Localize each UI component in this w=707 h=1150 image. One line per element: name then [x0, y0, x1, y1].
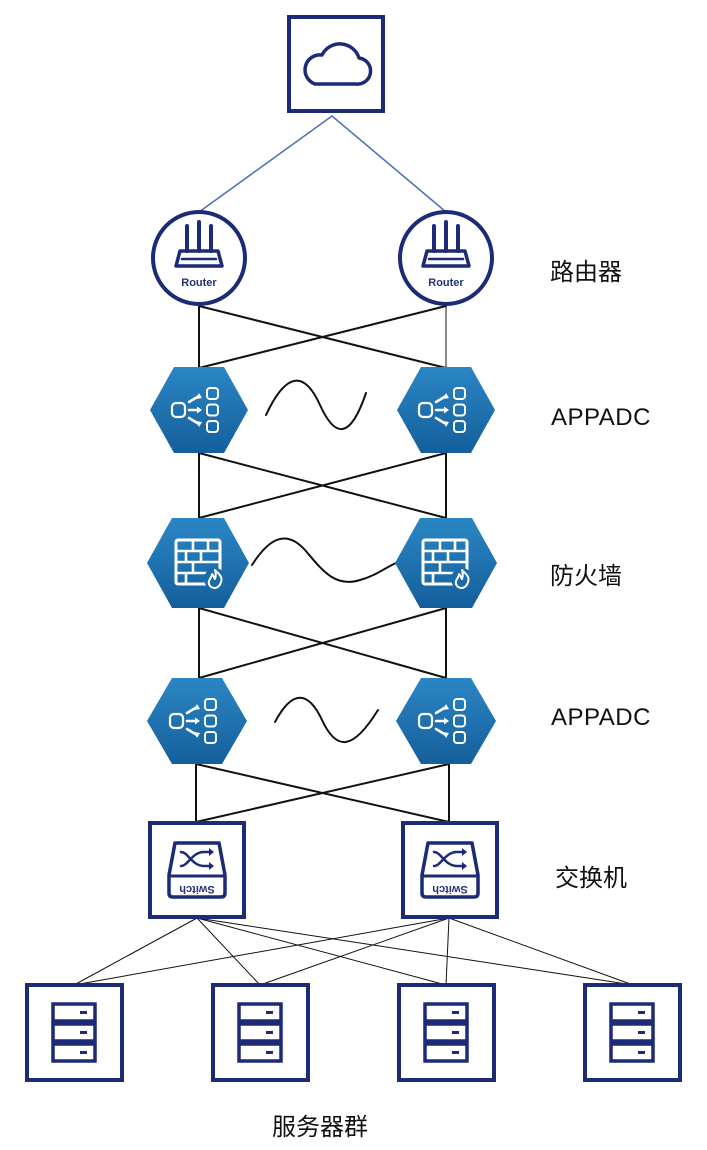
switch-left-label: Switch — [179, 883, 215, 895]
adc-top-right[interactable] — [397, 367, 495, 453]
label-adc-bottom-layer: APPADC — [551, 704, 651, 731]
link-cloud-router-right — [331, 115, 447, 213]
server-1[interactable] — [25, 983, 124, 1082]
firewall-left[interactable] — [147, 518, 249, 608]
label-firewall-layer: 防火墙 — [550, 562, 622, 590]
label-server-farm: 服务器群 — [272, 1113, 368, 1141]
switch-icon: Switch — [167, 841, 227, 899]
link-sw-left-server-3 — [196, 917, 447, 986]
router-left[interactable]: Router — [151, 210, 247, 306]
switch-right-label: Switch — [432, 883, 468, 895]
adc-bottom-left[interactable] — [147, 678, 247, 764]
server-4[interactable] — [583, 983, 682, 1082]
server-3[interactable] — [397, 983, 496, 1082]
adc-top-left[interactable] — [150, 367, 248, 453]
router-right-label: Router — [428, 277, 464, 289]
link-sw-left-server-1 — [73, 917, 198, 986]
heartbeat-wave-adc-bottom — [274, 696, 379, 743]
label-router-layer: 路由器 — [550, 258, 622, 286]
link-adc2-right-sw-left — [195, 763, 450, 823]
router-right[interactable]: Router — [398, 210, 494, 306]
link-fw-right-adc2-left — [198, 607, 447, 679]
connections — [73, 115, 634, 986]
heartbeat-wave-firewall — [251, 537, 397, 583]
link-adc-right-fw-left — [198, 452, 447, 519]
switch-right[interactable]: Switch — [401, 821, 499, 919]
link-router-right-adc-left — [198, 305, 447, 369]
cloud-icon — [303, 42, 373, 86]
link-sw-right-server-2 — [259, 917, 450, 986]
link-sw-right-server-3 — [445, 917, 450, 986]
switch-icon: Switch — [420, 841, 480, 899]
router-icon — [421, 220, 471, 268]
firewall-right[interactable] — [395, 518, 497, 608]
link-sw-right-server-4 — [448, 917, 634, 986]
link-sw-left-server-4 — [196, 917, 634, 986]
router-icon — [174, 220, 224, 268]
server-2[interactable] — [211, 983, 310, 1082]
router-left-label: Router — [181, 277, 217, 289]
heartbeat-wave-adc-top — [265, 379, 367, 431]
cloud-node[interactable] — [287, 15, 385, 113]
link-cloud-router-left — [198, 115, 333, 213]
adc-bottom-right[interactable] — [396, 678, 496, 764]
label-switch-layer: 交换机 — [555, 864, 627, 892]
switch-left[interactable]: Switch — [148, 821, 246, 919]
label-adc-top-layer: APPADC — [551, 404, 651, 431]
link-sw-left-server-2 — [196, 917, 261, 986]
link-sw-right-server-1 — [73, 917, 450, 986]
